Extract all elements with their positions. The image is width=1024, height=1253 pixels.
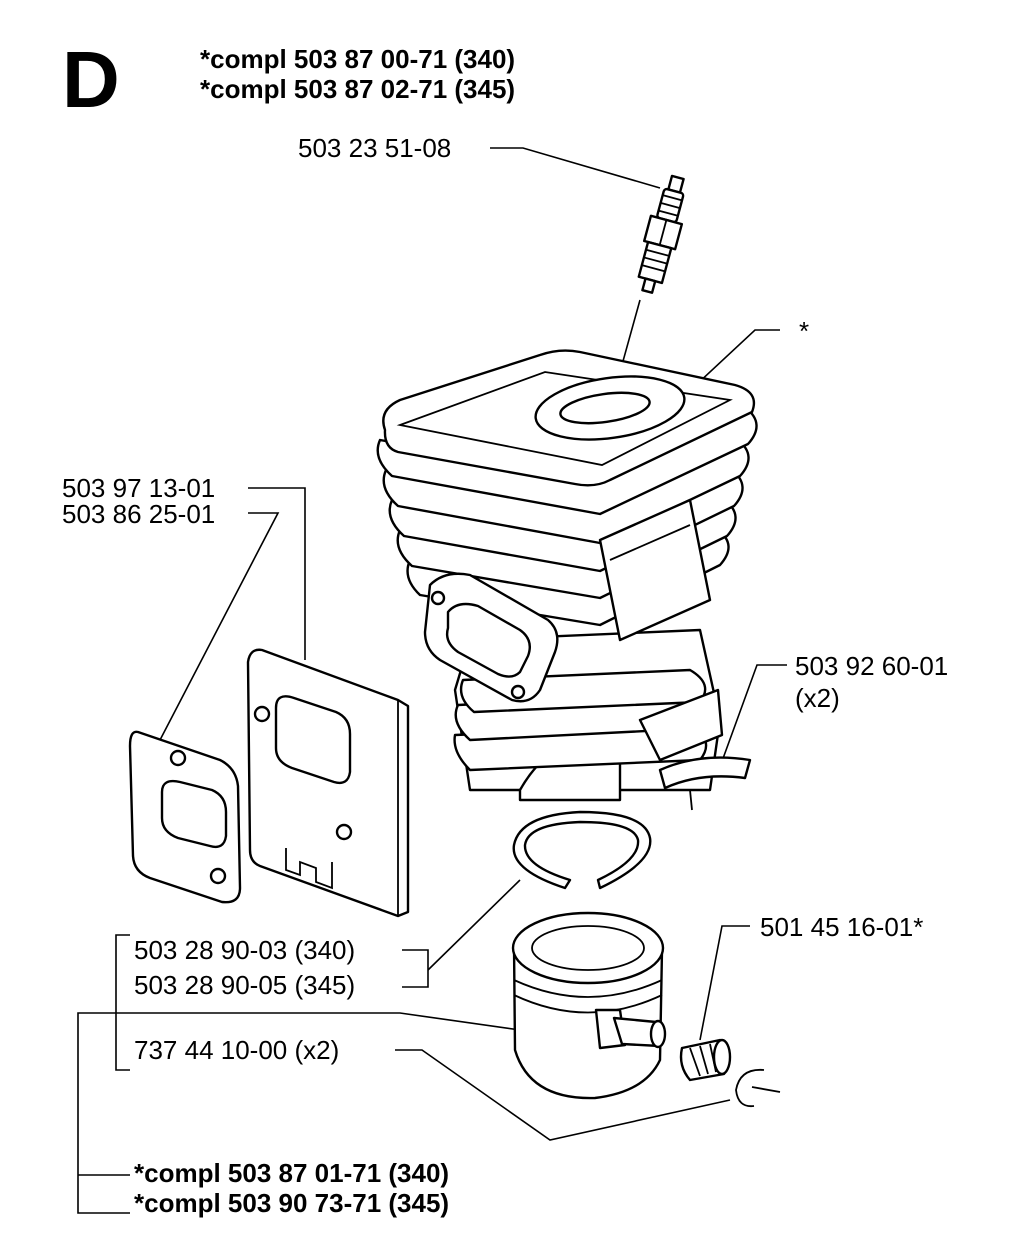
leader-lines [77, 147, 787, 1214]
label-circlip: 737 44 10-00 (x2) [134, 1035, 340, 1065]
section-letter: D [62, 35, 120, 124]
muffler-gasket-icon [128, 730, 242, 904]
cylinder-icon [376, 349, 758, 802]
needle-bearing-icon [679, 1038, 732, 1082]
transfer-port-cover-icon [658, 756, 752, 811]
circlip-icon [735, 1068, 781, 1108]
spark-plug-icon [637, 174, 685, 294]
piston-icon [511, 911, 667, 1100]
kit-number-345: *compl 503 87 02-71 (345) [200, 74, 516, 104]
label-muffler-gasket-1: 503 97 13-01 [62, 473, 216, 503]
kit-number-345-short: *compl 503 90 73-71 (345) [134, 1188, 450, 1218]
label-piston-345: 503 28 90-05 (345) [134, 970, 356, 1000]
piston-ring-icon [512, 810, 652, 890]
kit-number-340: *compl 503 87 00-71 (340) [200, 44, 516, 74]
label-spark-plug: 503 23 51-08 [298, 133, 452, 163]
kit-number-340-short: *compl 503 87 01-71 (340) [134, 1158, 450, 1188]
label-transfer-cover-qty: (x2) [795, 683, 840, 713]
label-transfer-cover: 503 92 60-01 [795, 651, 949, 681]
heat-shield-plate-icon [246, 648, 410, 918]
label-needle-bearing: 501 45 16-01* [760, 912, 924, 942]
label-cylinder: * [799, 316, 810, 346]
label-muffler-gasket-2: 503 86 25-01 [62, 499, 216, 529]
label-piston-340: 503 28 90-03 (340) [134, 935, 356, 965]
